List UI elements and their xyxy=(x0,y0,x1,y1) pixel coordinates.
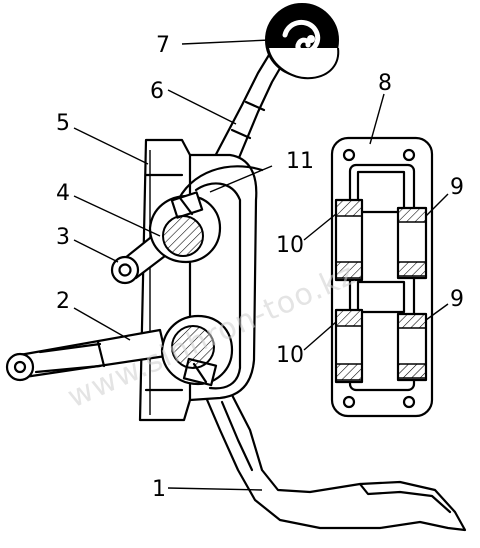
gear-sleeve-left-lower xyxy=(334,308,364,384)
shift-knob xyxy=(265,3,340,80)
label-7: 7 xyxy=(156,33,170,58)
leader-lines xyxy=(73,39,449,491)
gear-sleeve-left-upper xyxy=(334,198,364,282)
label-10-lower: 10 xyxy=(276,343,304,368)
label-8: 8 xyxy=(378,71,392,96)
gear-sleeve-right-lower xyxy=(396,312,428,382)
upper-clamp xyxy=(148,191,222,264)
lower-rod xyxy=(5,328,168,382)
label-9-upper: 9 xyxy=(450,175,464,200)
label-10-upper: 10 xyxy=(276,233,304,258)
shift-rod xyxy=(210,48,288,167)
label-11: 11 xyxy=(286,149,314,174)
lower-clamp xyxy=(160,314,234,387)
label-4: 4 xyxy=(56,181,70,206)
label-2: 2 xyxy=(56,289,70,314)
gear-sleeve-right-upper xyxy=(396,206,428,280)
label-6: 6 xyxy=(150,79,164,104)
label-5: 5 xyxy=(56,111,70,136)
spring xyxy=(174,165,264,207)
label-3: 3 xyxy=(56,225,70,250)
label-9-lower: 9 xyxy=(450,287,464,312)
label-1: 1 xyxy=(152,477,166,502)
pedal-lever xyxy=(203,393,467,532)
